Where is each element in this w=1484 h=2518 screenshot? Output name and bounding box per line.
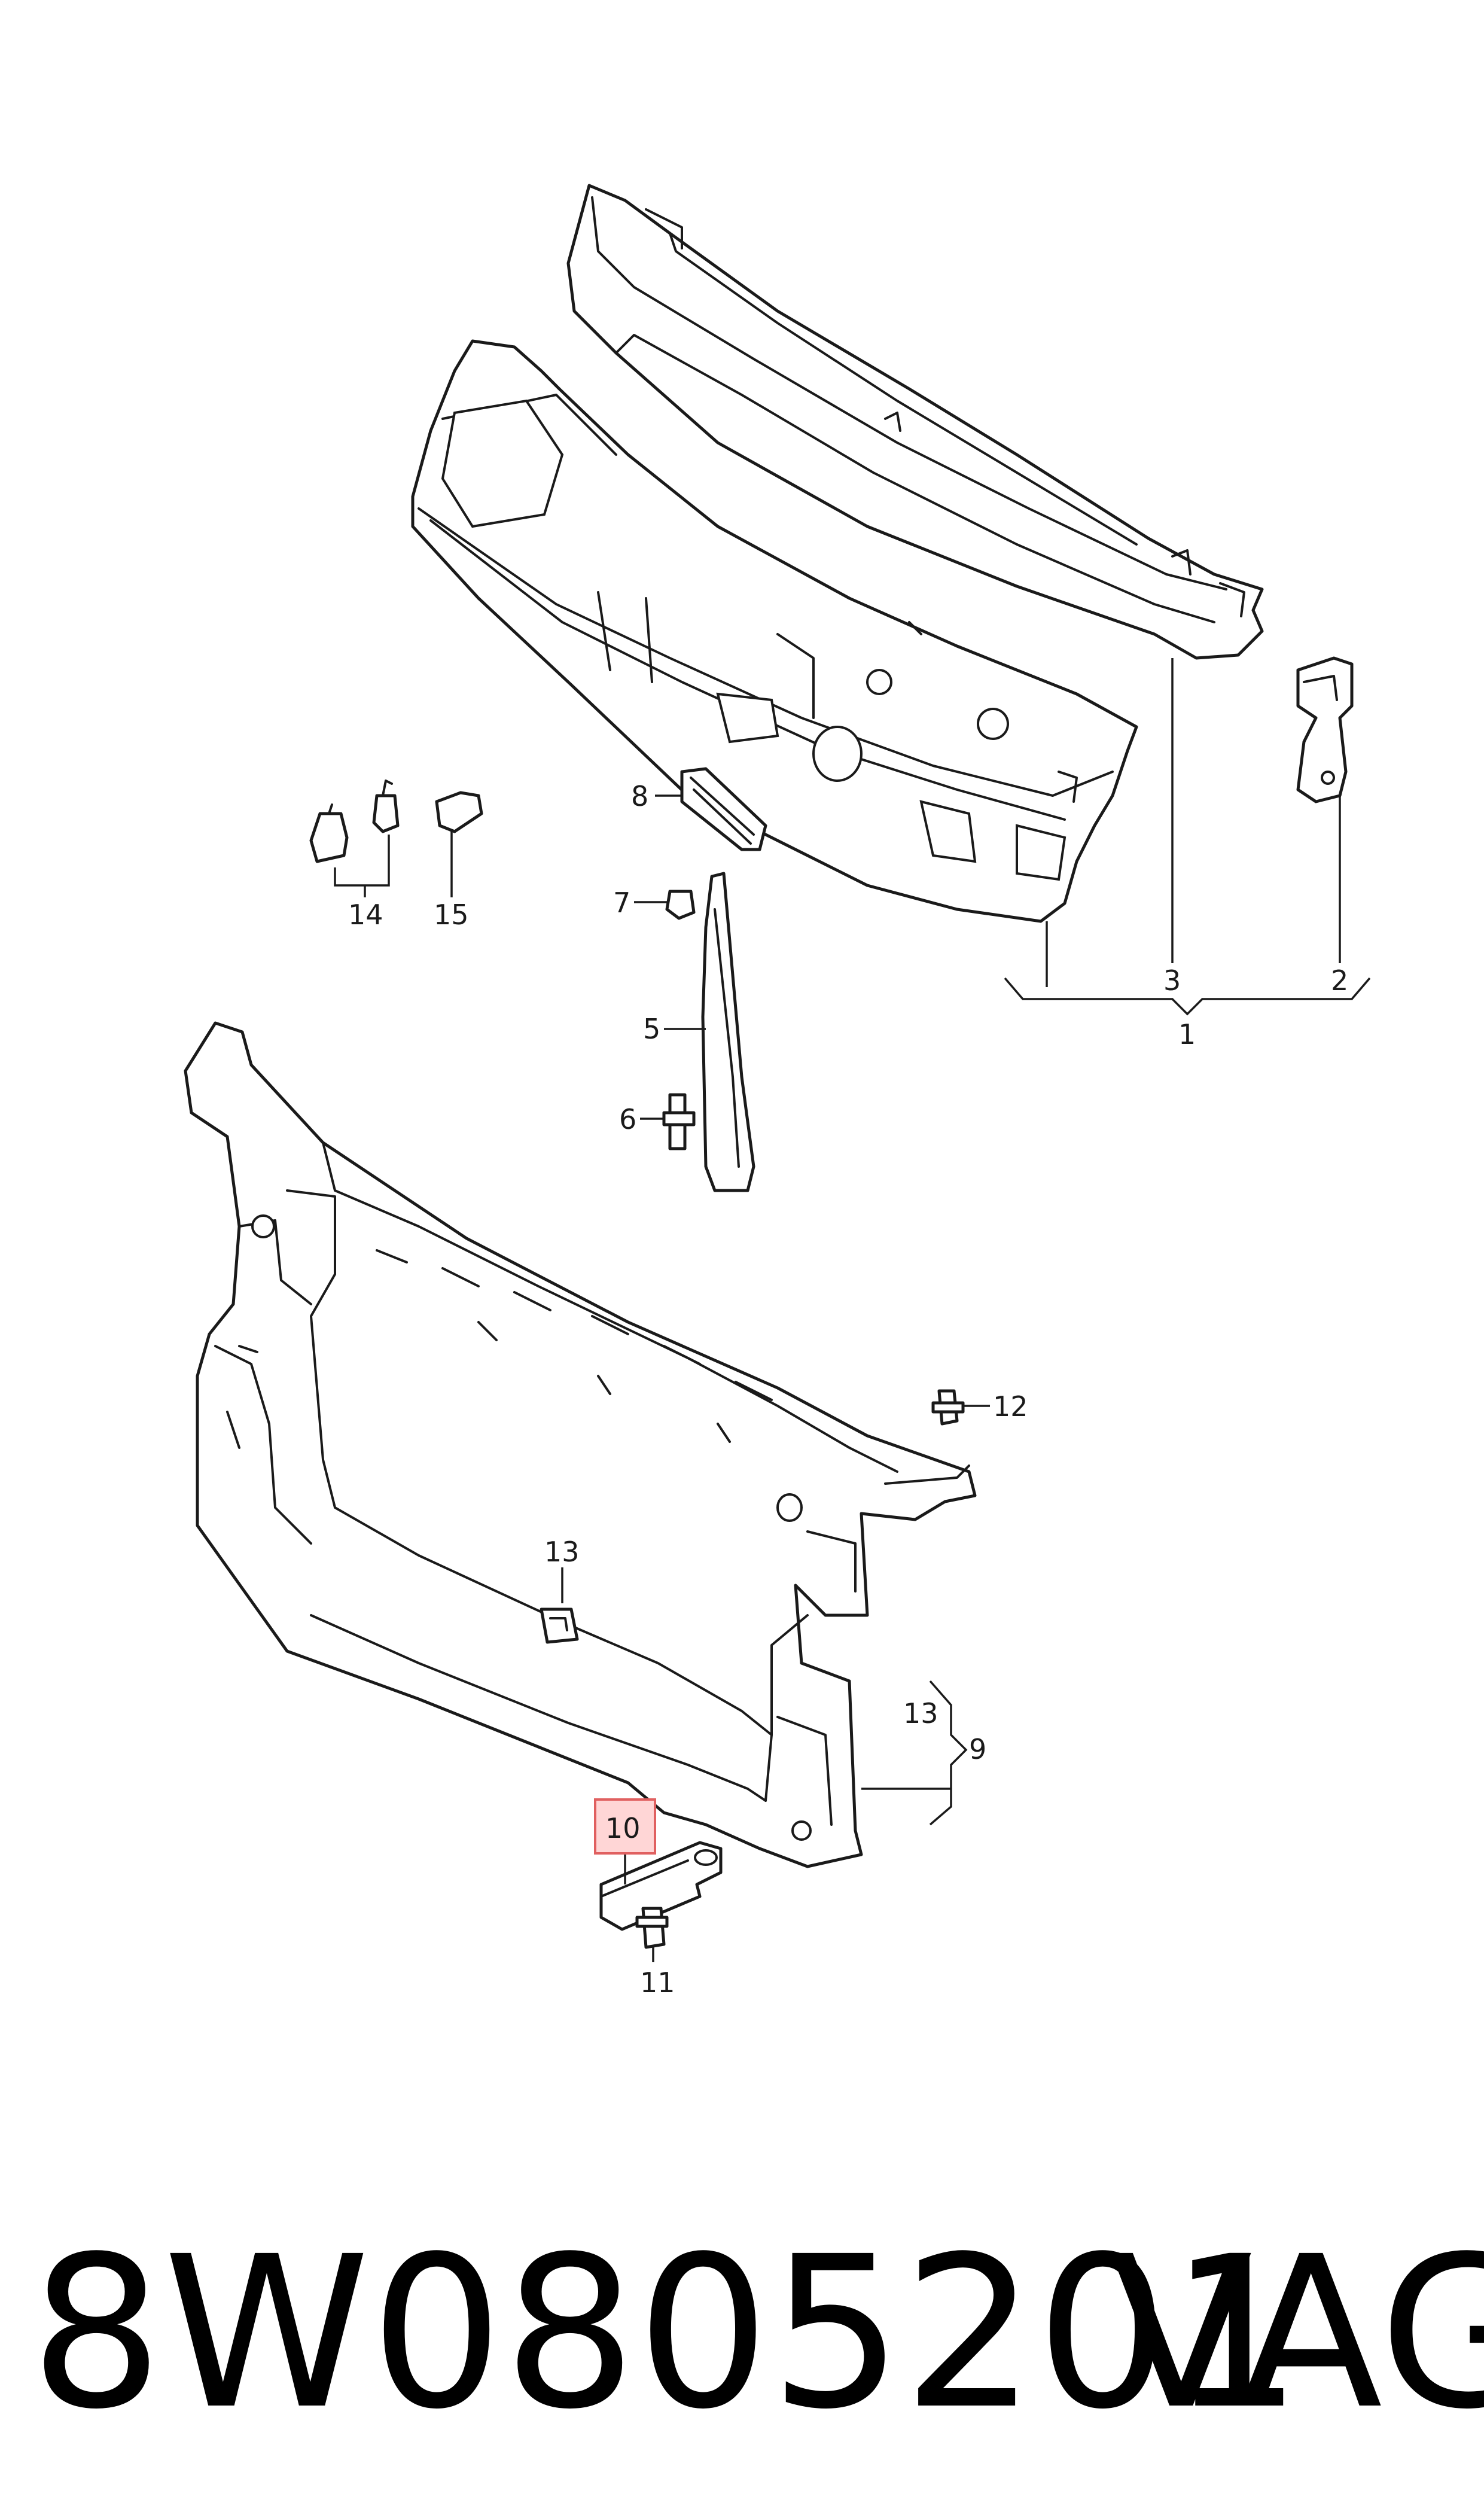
callout-13-center: 13: [544, 1536, 580, 1568]
callout-11: 11: [640, 1966, 675, 1999]
group-9-leaders: [861, 1680, 968, 1826]
support-strut: [664, 872, 755, 1192]
clip-nut: [634, 890, 696, 920]
group-1-leaders: [1004, 658, 1371, 1016]
parts-diagram: 3 2 1 8 7 5 6 14 15: [184, 184, 1371, 1999]
callout-13-right: 13: [903, 1697, 938, 1730]
brand-label: VAG: [1110, 2211, 1484, 2455]
plenum-upper-panel: [566, 184, 1264, 660]
callout-6: 6: [619, 1103, 636, 1135]
fastener-set-14: [309, 780, 400, 897]
callout-9: 9: [969, 1733, 986, 1765]
callout-2: 2: [1331, 964, 1348, 997]
grille-insert: [655, 767, 767, 851]
highlight-box-10: [594, 1798, 656, 1855]
bolt-11: [635, 1907, 669, 1962]
callout-12: 12: [993, 1390, 1028, 1423]
bracket-10: [599, 1841, 723, 1931]
plenum-lower-panel: [411, 339, 1138, 923]
callout-5: 5: [643, 1013, 660, 1045]
bolt-12: [931, 1389, 990, 1426]
callout-10: 10: [605, 1812, 641, 1844]
callout-15: 15: [434, 899, 469, 931]
callout-1: 1: [1178, 1018, 1196, 1051]
callout-14: 14: [348, 899, 383, 931]
bracket: [1296, 656, 1354, 803]
bolt-6: [640, 1093, 696, 1150]
callout-8: 8: [631, 780, 648, 812]
callout-3: 3: [1163, 964, 1181, 997]
fastener-15: [435, 791, 483, 897]
clip-13: [540, 1567, 579, 1644]
callout-7: 7: [613, 887, 630, 919]
footer: 8W0805201 VAG: [0, 2213, 1484, 2453]
lock-carrier-frame: [184, 1021, 977, 1868]
part-number: 8W0805201: [30, 2211, 1303, 2455]
